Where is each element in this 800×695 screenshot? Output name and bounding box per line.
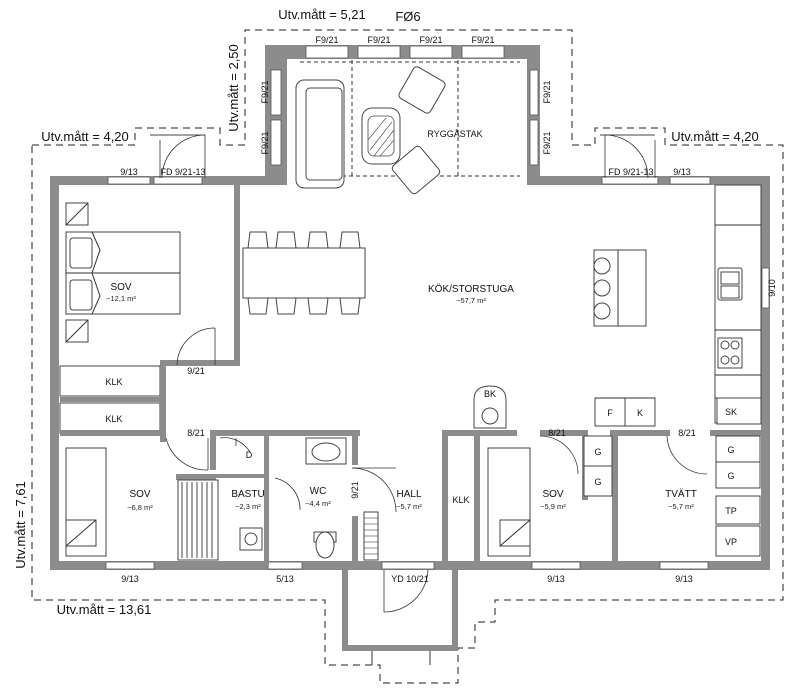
door-label: FD 9/21-13 xyxy=(608,167,653,177)
window-label: 5/13 xyxy=(276,574,294,584)
window-label: F9/21 xyxy=(471,35,494,45)
closet-label-1: KLK xyxy=(105,377,122,387)
entry-bay xyxy=(342,570,458,665)
bed-single-right xyxy=(487,447,531,557)
dimension-porch-width: Utv.mått = 5,21 xyxy=(278,7,366,22)
room-area-wc: ~4,4 m² xyxy=(305,499,331,508)
window-label: 9/13 xyxy=(121,574,139,584)
room-area-kok: ~57,7 m² xyxy=(456,296,486,305)
door-label: 8/21 xyxy=(187,428,205,438)
room-area-sov1: ~12,1 m² xyxy=(106,294,136,303)
porch xyxy=(265,45,540,195)
door-label: YD 10/21 xyxy=(391,574,429,584)
left-entry-door xyxy=(150,134,206,179)
wc-fixtures xyxy=(274,437,397,559)
dimension-house-depth: Utv.mått = 7,61 xyxy=(13,481,28,569)
interior-walls xyxy=(59,185,762,566)
wardrobe-label-3: G xyxy=(727,445,734,455)
laundry-machines xyxy=(715,495,761,557)
window-label: F9/21 xyxy=(542,131,552,154)
room-area-sov2: ~6,8 m² xyxy=(127,503,153,512)
window-label: F9/21 xyxy=(315,35,338,45)
wardrobes xyxy=(583,435,761,497)
exterior-walls xyxy=(50,176,770,570)
window-label: F9/21 xyxy=(260,131,270,154)
washer-label: VP xyxy=(725,537,737,547)
bed-double xyxy=(65,202,181,343)
kitchen-counter xyxy=(714,184,762,425)
closet-label-3: KLK xyxy=(452,495,469,505)
window-label: F9/21 xyxy=(419,35,442,45)
dimension-right-width: Utv.mått = 4,20 xyxy=(671,129,759,144)
wood-stove xyxy=(473,385,507,429)
right-entry-door xyxy=(600,134,656,179)
door-label: 8/21 xyxy=(548,428,566,438)
window-label: 9/13 xyxy=(547,574,565,584)
window-label: 9/13 xyxy=(120,167,138,177)
window-label: 9/10 xyxy=(767,279,777,297)
room-name-tvatt: TVÄTT xyxy=(665,488,697,500)
cabinet-label: SK xyxy=(725,407,737,417)
interior-doors xyxy=(165,327,708,613)
room-name-sov1: SOV xyxy=(110,282,131,293)
room-area-sov3: ~5,9 m² xyxy=(540,502,566,511)
window-label: F9/21 xyxy=(367,35,390,45)
stove-label: BK xyxy=(484,389,496,399)
window-label: 9/13 xyxy=(675,574,693,584)
dining-table xyxy=(242,231,366,315)
window-label: F9/21 xyxy=(260,80,270,103)
fridge-freezer xyxy=(594,397,656,427)
bed-single-left xyxy=(65,447,107,557)
dimension-porch-depth: Utv.mått = 2,50 xyxy=(226,44,241,132)
room-name-wc: WC xyxy=(310,486,327,497)
room-name-sov3: SOV xyxy=(542,489,563,500)
hall-bench xyxy=(363,511,379,561)
room-area-tvatt: ~5,7 m² xyxy=(668,502,694,511)
room-name-hall: HALL xyxy=(396,489,421,500)
door-label: 8/21 xyxy=(678,428,696,438)
wardrobe-label-4: G xyxy=(727,471,734,481)
door-label: 9/21 xyxy=(350,481,360,499)
door-label: FD 9/21-13 xyxy=(160,167,205,177)
fridge-label: F xyxy=(607,408,613,418)
room-area-bastu: ~2,3 m² xyxy=(235,502,261,511)
closet-label-2: KLK xyxy=(105,414,122,424)
door-label: 9/21 xyxy=(187,366,205,376)
wardrobe-label-1: G xyxy=(594,447,601,457)
shower-label: D xyxy=(246,450,253,460)
fo6-label: FØ6 xyxy=(395,9,420,24)
dryer-label: TP xyxy=(725,506,737,516)
kitchen-island xyxy=(593,249,647,327)
dimension-left-width: Utv.mått = 4,20 xyxy=(41,129,129,144)
room-name-kok: KÖK/STORSTUGA xyxy=(428,283,514,295)
window-label: F9/21 xyxy=(542,80,552,103)
room-name-sov2: SOV xyxy=(129,489,150,500)
sauna-benches xyxy=(177,479,263,561)
porch-label: RYGGÅSTAK xyxy=(427,129,482,139)
window-label: 9/13 xyxy=(673,167,691,177)
freezer-label: K xyxy=(637,408,643,418)
roof-outline xyxy=(31,29,784,684)
room-area-hall: ~5,7 m² xyxy=(396,502,422,511)
wardrobe-label-2: G xyxy=(594,477,601,487)
room-name-bastu: BASTU xyxy=(231,489,264,500)
dimension-house-length: Utv.mått = 13,61 xyxy=(57,602,152,617)
